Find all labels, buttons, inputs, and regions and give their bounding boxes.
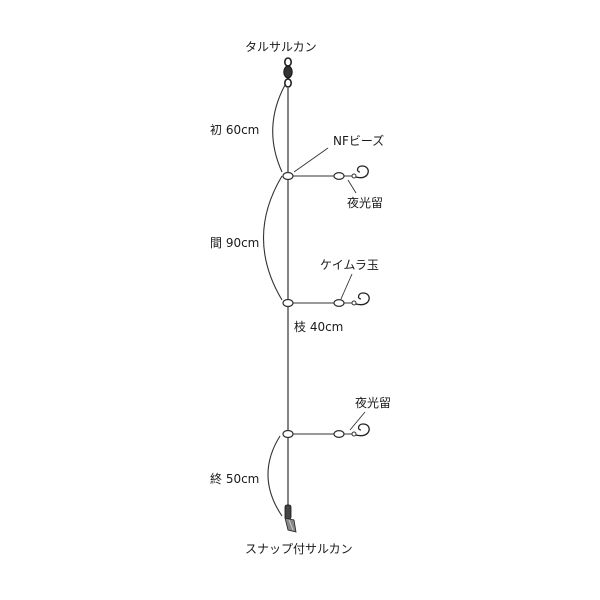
keimura-ball-label: ケイムラ玉 <box>320 258 379 272</box>
first-length-label: 初 60cm <box>210 123 260 137</box>
end-length-bracket <box>267 435 283 517</box>
nf-beads-leader <box>293 147 329 173</box>
branch-3 <box>282 423 370 439</box>
keimura-leader <box>340 273 353 300</box>
snap-swivel-icon <box>284 504 297 533</box>
nf-beads-label: NFビーズ <box>333 134 385 148</box>
branch-1 <box>282 165 369 181</box>
middle-length-bracket <box>262 175 283 301</box>
end-length-label: 終 50cm <box>210 472 260 486</box>
glow-stopper <box>333 430 345 439</box>
glow-stopper-lower-label: 夜光留 <box>355 396 392 410</box>
branch-2 <box>282 292 370 308</box>
glow-stopper <box>333 172 345 181</box>
hook-icon <box>355 292 370 306</box>
middle-length-label: 間 90cm <box>210 236 260 250</box>
hook-icon <box>355 165 369 179</box>
keimura-ball <box>333 299 345 308</box>
hook-icon <box>355 423 370 437</box>
branch-length-label: 枝 40cm <box>294 320 344 334</box>
top-swivel-label: タルサルカン <box>245 40 317 54</box>
glow-stopper-upper-label: 夜光留 <box>347 196 384 210</box>
nf-bead <box>282 298 294 308</box>
barrel-swivel-icon <box>283 57 293 88</box>
first-length-bracket <box>272 84 286 173</box>
glow-upper-leader <box>347 179 357 194</box>
nf-bead <box>282 171 294 181</box>
nf-bead <box>282 429 294 439</box>
bottom-swivel-label: スナップ付サルカン <box>245 542 353 556</box>
glow-lower-leader <box>349 411 366 431</box>
